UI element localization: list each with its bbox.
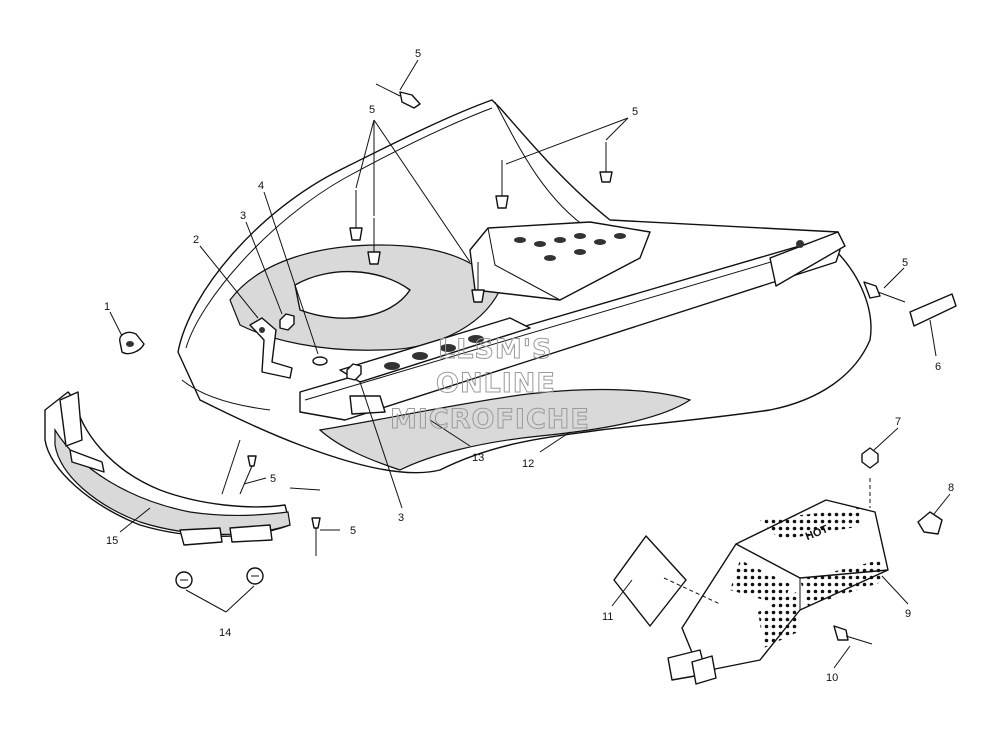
watermark: LLSM'S ONLINE MICROFICHE bbox=[390, 334, 590, 436]
callout-4: 4 bbox=[258, 180, 264, 192]
decal-part-11 bbox=[613, 535, 687, 627]
callout-5-right-top: 5 bbox=[632, 106, 638, 118]
rivet-5-right bbox=[863, 281, 906, 303]
leader-lines bbox=[109, 59, 951, 669]
rivet-5-column-d bbox=[599, 142, 613, 183]
rivet-5-column-c bbox=[495, 160, 509, 209]
callout-6: 6 bbox=[935, 361, 941, 373]
callout-13: 13 bbox=[472, 452, 484, 464]
rivet-5-column-e bbox=[471, 262, 485, 303]
rivet-5-top bbox=[375, 83, 421, 109]
callout-5-lower-left: 5 bbox=[270, 473, 276, 485]
support-plate bbox=[339, 317, 531, 415]
callout-1: 1 bbox=[104, 301, 110, 313]
bracket-part-2 bbox=[249, 317, 293, 379]
callout-12: 12 bbox=[522, 458, 534, 470]
nut-part-3-lower bbox=[346, 363, 362, 381]
bolt-part-14-a bbox=[175, 571, 193, 589]
rivet-5-column-b bbox=[367, 218, 381, 265]
callout-2: 2 bbox=[193, 234, 199, 246]
watermark-line-3: MICROFICHE bbox=[390, 404, 590, 435]
callout-3-upper: 3 bbox=[240, 210, 246, 222]
callout-14: 14 bbox=[219, 627, 231, 639]
callout-5-right: 5 bbox=[902, 257, 908, 269]
callout-5-top: 5 bbox=[415, 48, 421, 60]
front-bumper bbox=[44, 391, 291, 546]
side-rail bbox=[299, 231, 846, 421]
callout-5-mid: 5 bbox=[369, 104, 375, 116]
callout-9: 9 bbox=[905, 608, 911, 620]
washer-part-4 bbox=[312, 356, 328, 366]
clip-part-1 bbox=[119, 331, 145, 355]
rear-mount-bracket bbox=[469, 221, 651, 301]
callout-7: 7 bbox=[895, 416, 901, 428]
bolt-part-14-b bbox=[246, 567, 264, 585]
nut-part-7 bbox=[861, 447, 879, 469]
rivet-5-column-a bbox=[349, 190, 363, 241]
watermark-line-2: ONLINE bbox=[436, 368, 556, 399]
callout-15: 15 bbox=[106, 535, 118, 547]
callout-3-lower: 3 bbox=[398, 512, 404, 524]
callout-labels: 1 2 3 4 5 5 5 5 5 5 6 7 8 9 10 11 12 13 … bbox=[104, 48, 954, 684]
decal-part-6 bbox=[909, 293, 957, 327]
nut-part-3 bbox=[279, 313, 295, 331]
callout-11: 11 bbox=[602, 611, 613, 623]
rivet-5-lower-mid bbox=[311, 517, 321, 556]
rivet-5-lower-left bbox=[239, 455, 257, 495]
callout-10: 10 bbox=[826, 672, 838, 684]
screw-part-10 bbox=[833, 625, 873, 645]
callout-5-lower-mid: 5 bbox=[350, 525, 356, 537]
clip-part-8 bbox=[917, 511, 943, 535]
callout-8: 8 bbox=[948, 482, 954, 494]
watermark-line-1: LLSM'S bbox=[438, 334, 552, 365]
heat-shield-part-9 bbox=[667, 499, 889, 685]
